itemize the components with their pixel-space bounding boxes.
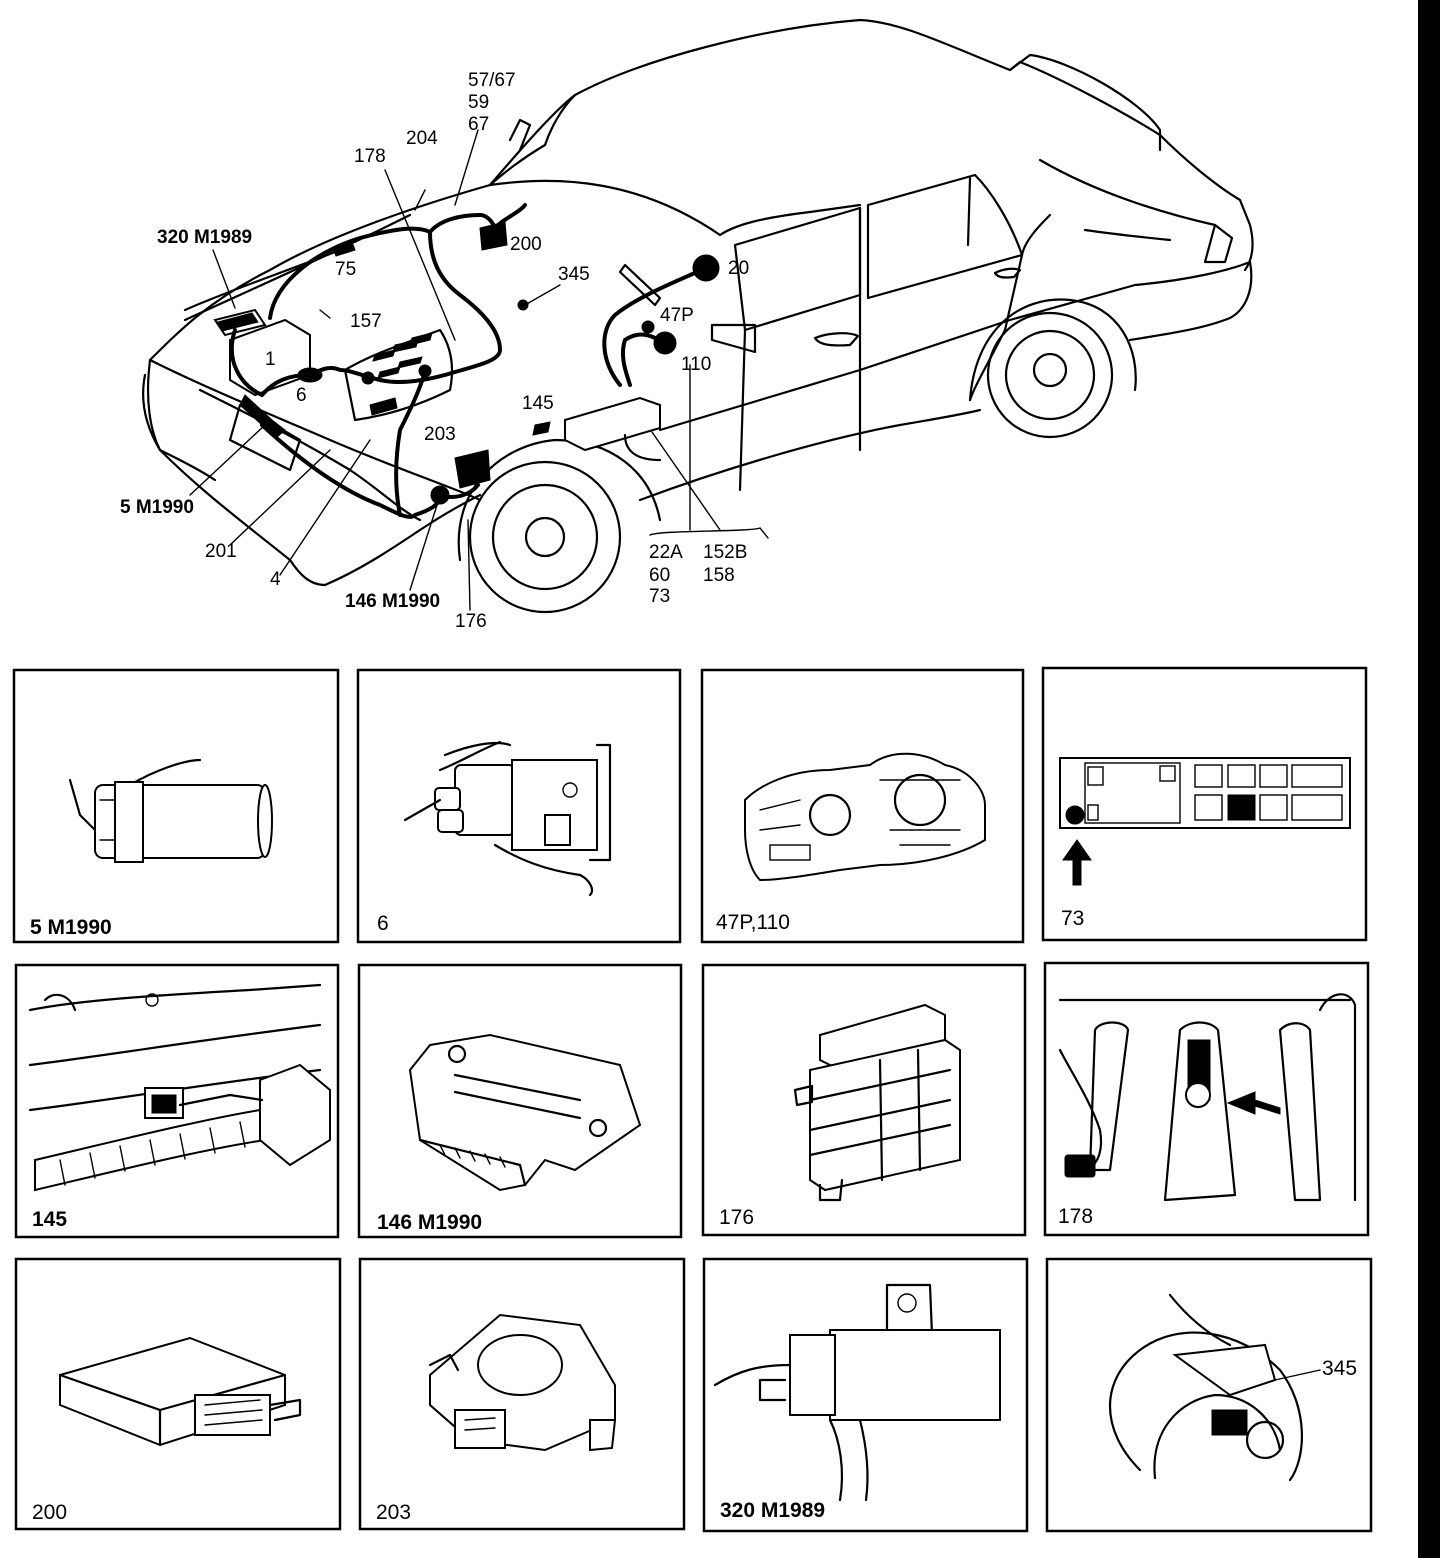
control-unit-icon [793, 1003, 961, 1202]
callout-345: 345 [558, 264, 590, 285]
panel-caption: 200 [32, 1501, 67, 1524]
callout-59: 59 [468, 92, 489, 113]
throttle-switch-icon [428, 1313, 617, 1452]
distributor-icon [403, 740, 612, 897]
ignition-module-icon [408, 1033, 642, 1192]
panel-146-m1990: 146 M1990 [357, 963, 683, 1239]
relay-location-icon [1058, 993, 1357, 1202]
callout-201: 201 [205, 541, 237, 562]
page-edge [1418, 0, 1440, 1558]
fuse-box-icon [1059, 757, 1351, 886]
panel-caption: 176 [719, 1206, 754, 1229]
panel-200: 200 [14, 1257, 342, 1531]
callout-158: 158 [703, 565, 735, 586]
callout-204: 204 [406, 128, 438, 149]
panel-caption: 73 [1061, 907, 1084, 930]
panel-345: 345 [1045, 1257, 1373, 1533]
callout-157: 157 [350, 311, 382, 332]
callout-47p: 47P [660, 305, 694, 326]
callout-146-m1990: 146 M1990 [345, 591, 440, 612]
callout-1: 1 [265, 349, 276, 370]
panel-6: 6 [356, 668, 682, 944]
callout-5-m1990: 5 M1990 [120, 497, 194, 518]
panel-caption: 203 [376, 1501, 411, 1524]
callout-176: 176 [455, 611, 487, 632]
callout-73: 73 [649, 586, 670, 607]
car-illustration [142, 18, 1254, 614]
callout-320-m1989: 320 M1989 [157, 227, 252, 248]
panel-caption: 5 M1990 [30, 916, 112, 939]
callout-152b: 152B [703, 542, 747, 563]
panel-caption: 146 M1990 [377, 1211, 482, 1234]
panel-145: 145 [14, 963, 340, 1239]
panel-73: 73 [1041, 666, 1368, 942]
callout-178: 178 [354, 146, 386, 167]
panel-176: 176 [701, 963, 1027, 1237]
callout-20: 20 [728, 258, 749, 279]
callout-200: 200 [510, 234, 542, 255]
panel-callout-345: 345 [1322, 1357, 1357, 1380]
wiring-connector-icon [28, 983, 331, 1192]
callout-6: 6 [296, 385, 307, 406]
panel-320-m1989: 320 M1989 [702, 1257, 1029, 1533]
solenoid-valve-icon [713, 1283, 1001, 1502]
callout-60: 60 [649, 565, 670, 586]
panel-178: 178 [1043, 961, 1370, 1237]
callout-145: 145 [522, 393, 554, 414]
panel-caption: 178 [1058, 1205, 1093, 1228]
panel-caption: 6 [377, 912, 389, 935]
headlamp-icon [744, 752, 986, 882]
panel-caption: 320 M1989 [720, 1499, 825, 1522]
callout-67: 67 [468, 114, 489, 135]
callout-4: 4 [270, 569, 281, 590]
panel-47p-110: 47P,110 [700, 668, 1025, 944]
callout-110: 110 [681, 354, 711, 375]
callout-22a: 22A [649, 542, 683, 563]
panel-caption: 145 [32, 1208, 67, 1231]
fuel-pump-icon [68, 758, 273, 863]
panel-203: 203 [358, 1257, 686, 1531]
panel-5-m1990: 5 M1990 [12, 668, 340, 944]
callout-57-67: 57/67 [468, 70, 516, 91]
ecu-box-icon [58, 1336, 302, 1447]
callout-75: 75 [335, 259, 356, 280]
callout-203: 203 [424, 424, 456, 445]
panel-caption: 47P,110 [716, 911, 790, 934]
sensor-bracket-icon [1109, 1293, 1321, 1482]
